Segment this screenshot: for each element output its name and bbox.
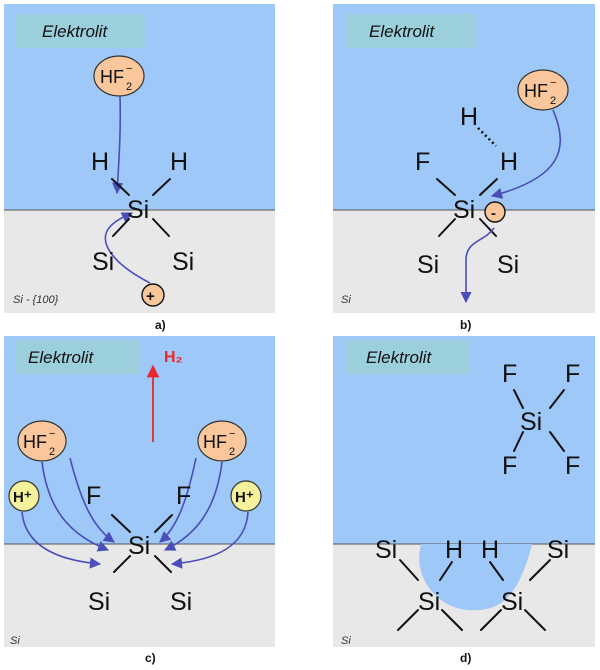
svg-text:2: 2 (49, 446, 55, 458)
bifluoride-ion: HF 2 − (517, 69, 569, 111)
electron-arrow (460, 227, 495, 304)
silicon-atom: Si (92, 248, 114, 276)
electron: - (484, 201, 506, 223)
electrolyte-label-box (16, 14, 146, 48)
svg-text:Si: Si (520, 408, 542, 436)
svg-text:F: F (502, 452, 517, 480)
substrate-label: Si (10, 635, 20, 647)
proton: H⁺ (230, 480, 262, 512)
svg-text:HF: HF (100, 67, 124, 87)
svg-text:−: − (550, 77, 556, 89)
svg-text:F: F (565, 360, 580, 388)
hydrogen-atom: H (481, 536, 499, 564)
svg-text:−: − (49, 428, 55, 440)
svg-text:−: − (126, 63, 132, 75)
svg-text:-: - (491, 205, 496, 222)
bifluoride-ion: HF 2 − (93, 55, 145, 97)
svg-text:+: + (146, 288, 155, 305)
silicon-atom: Si (172, 248, 194, 276)
svg-text:H⁺: H⁺ (235, 489, 254, 506)
fluorine-atom: F (415, 148, 430, 176)
proton: H⁺ (8, 480, 40, 512)
bifluoride-ion: HF 2 − (197, 420, 247, 462)
electrolyte-label: Elektrolit (366, 348, 432, 367)
substrate-label: Si (341, 294, 351, 306)
attack-arrow (490, 109, 562, 199)
silicon-region (4, 544, 275, 647)
svg-text:F: F (565, 452, 580, 480)
svg-text:2: 2 (550, 95, 556, 107)
attack-arrow (163, 461, 223, 551)
bifluoride-ion: HF 2 − (17, 420, 67, 462)
proton-arrow (170, 511, 249, 569)
fluorine-atom: F (176, 482, 191, 510)
panel-d: Elektrolit Si F F Si F F Si H Si H Si Si… (333, 336, 595, 665)
attack-arrow (69, 457, 115, 543)
proton-arrow (21, 511, 102, 569)
silicon-atom: Si (170, 588, 192, 616)
silicon-atom: Si (417, 251, 439, 279)
electrolyte-label-box (345, 340, 469, 374)
silicon-atom: Si (88, 588, 110, 616)
svg-text:HF: HF (23, 432, 47, 452)
silicon-region (333, 210, 595, 313)
svg-text:2: 2 (229, 446, 235, 458)
hole-arrow (104, 212, 151, 284)
electrolyte-label-box (16, 340, 140, 374)
substrate-label: Si (341, 635, 351, 647)
fluorine-atom: F (86, 482, 101, 510)
svg-text:−: − (229, 428, 235, 440)
panel-caption: a) (155, 318, 166, 332)
electrolyte-label: Elektrolit (42, 22, 108, 41)
attack-arrow (41, 461, 110, 552)
silicon-atom: Si (127, 196, 149, 224)
silicon-atom: Si (497, 251, 519, 279)
silicon-atom: Si (547, 536, 569, 564)
hydrogen-atom: H (500, 148, 518, 176)
silicon-atom: Si (375, 536, 397, 564)
attack-arrow (159, 457, 197, 543)
hole: + (141, 283, 165, 307)
panel-a: Elektrolit Si - {100} HF 2 − H H Si Si S… (4, 4, 275, 332)
silicon-atom: Si (418, 588, 440, 616)
panel-caption: b) (460, 318, 471, 332)
silicon-tetrafluoride: F F Si F F (502, 360, 580, 480)
electrolyte-label-box (345, 14, 475, 48)
etch-pit (419, 544, 532, 611)
silicon-atom: Si (128, 532, 150, 560)
panel-caption: c) (145, 651, 156, 665)
svg-text:HF: HF (524, 81, 548, 101)
silicon-atom: Si (501, 588, 523, 616)
hydrogen-gas-label: H₂ (164, 349, 183, 366)
hydrogen-atom: H (170, 148, 188, 176)
substrate-label: Si - {100} (13, 294, 59, 306)
panel-b: Elektrolit Si HF 2 − H H F Si Si Si - b) (333, 4, 595, 332)
silicon-atom: Si (453, 196, 475, 224)
silicon-region (4, 210, 275, 313)
electrolyte-label: Elektrolit (28, 348, 94, 367)
electrolyte-label: Elektrolit (369, 22, 435, 41)
hydrogen-atom: H (460, 103, 478, 131)
svg-text:F: F (502, 360, 517, 388)
svg-text:2: 2 (126, 81, 132, 93)
panel-c: Elektrolit Si H₂ HF 2 − HF 2 − H⁺ H⁺ (4, 336, 275, 665)
panel-caption: d) (460, 651, 471, 665)
hydrogen-atom: H (445, 536, 463, 564)
hydrogen-atom: H (91, 148, 109, 176)
svg-text:HF: HF (203, 432, 227, 452)
hydrogen-bond (477, 127, 497, 147)
svg-text:H⁺: H⁺ (13, 489, 32, 506)
